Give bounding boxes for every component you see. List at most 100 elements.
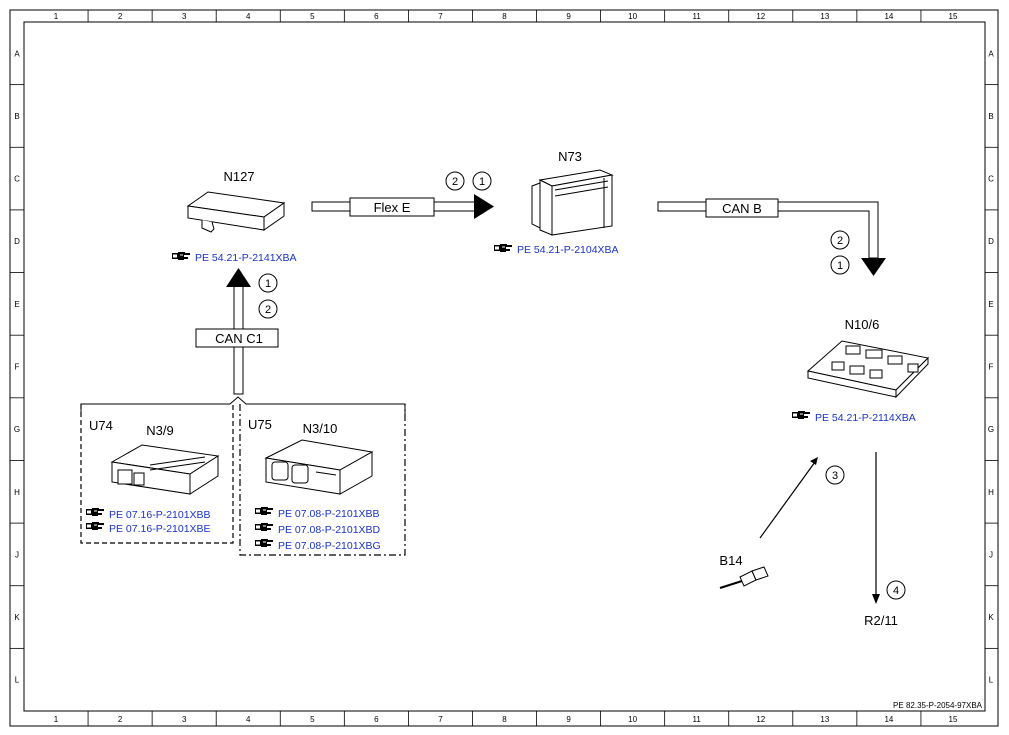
grid-row-label: K (988, 613, 994, 622)
grid-row-label: L (989, 676, 994, 685)
grid-row-label: F (15, 363, 20, 372)
grid-column-label: 9 (566, 12, 571, 21)
n10-6-label: N10/6 (845, 317, 880, 332)
grid-row-label: J (15, 550, 19, 559)
grid-column-label: 5 (310, 715, 315, 724)
u75-ref[interactable]: PE 07.08-P-2101XBG (278, 540, 381, 552)
grid-column-label: 4 (246, 12, 251, 21)
u74-label: U74 (89, 418, 113, 433)
n73-module-icon (531, 169, 614, 236)
b14-sensor[interactable]: B14 3 (719, 457, 845, 589)
n73-module[interactable]: N73 PE 54.21-P-2104XBA (493, 149, 619, 256)
arrow-up-icon (226, 268, 251, 287)
group-brace (80, 396, 406, 415)
r2-11-label: R2/11 (864, 613, 898, 628)
ecu-module-icon (264, 439, 374, 495)
arrow-icon (810, 457, 818, 465)
u75-group[interactable]: U75 N3/10 PE 07.08-P-2101XBB PE 07.08-P-… (239, 404, 406, 556)
u75-label: U75 (248, 417, 272, 432)
can-b-label: CAN B (722, 201, 762, 216)
r2-11-output[interactable]: 4 R2/11 (864, 452, 906, 628)
grid-column-label: 10 (628, 12, 637, 21)
n10-6-module[interactable]: N10/6 PE 54.21-P-2114XBA (791, 317, 930, 424)
frame: 1122334455667788991010111112121313141415… (9, 9, 999, 727)
u74-group[interactable]: U74 N3/9 PE 07.16-P-2101XBB PE 07.16-P-2… (80, 404, 234, 544)
hand-pointer-icon (254, 522, 274, 532)
grid-row-label: H (988, 488, 994, 497)
svg-text:1: 1 (265, 278, 271, 290)
n3-9-label: N3/9 (146, 423, 173, 438)
hand-pointer-icon (254, 506, 274, 516)
grid-column-label: 12 (756, 12, 765, 21)
flex-e-bus: Flex E 2 1 (311, 171, 494, 219)
signal-circle: 4 (886, 580, 906, 600)
grid-row-label: B (14, 112, 19, 121)
svg-text:3: 3 (832, 470, 838, 482)
n10-6-ref[interactable]: PE 54.21-P-2114XBA (815, 412, 916, 424)
u75-ref-link[interactable]: PE 07.08-P-2101XBG (254, 538, 381, 552)
grid-column-label: 13 (820, 715, 829, 724)
grid-column-label: 2 (118, 12, 123, 21)
can-c1-label: CAN C1 (215, 331, 263, 346)
grid-column-label: 6 (374, 715, 379, 724)
svg-text:2: 2 (837, 235, 843, 247)
hand-pointer-icon (254, 538, 274, 548)
hand-pointer-icon (791, 410, 811, 420)
grid-column-label: 15 (949, 715, 958, 724)
u75-ref-link[interactable]: PE 07.08-P-2101XBD (254, 522, 381, 536)
u75-ref-link[interactable]: PE 07.08-P-2101XBB (254, 506, 380, 520)
n127-ref[interactable]: PE 54.21-P-2141XBA (195, 252, 297, 264)
grid-column-label: 4 (246, 715, 251, 724)
u75-ref[interactable]: PE 07.08-P-2101XBD (278, 524, 381, 536)
grid-row-label: E (14, 300, 19, 309)
signal-circle: 2 (445, 171, 465, 191)
arrow-right-icon (474, 194, 494, 219)
svg-text:2: 2 (452, 176, 458, 188)
grid-column-label: 11 (693, 715, 702, 724)
svg-text:2: 2 (265, 304, 271, 316)
signal-circle: 2 (830, 230, 850, 250)
u75-ref[interactable]: PE 07.08-P-2101XBB (278, 508, 380, 520)
grid-row-label: G (988, 425, 994, 434)
grid-column-label: 10 (628, 715, 637, 724)
signal-circle: 1 (830, 255, 850, 275)
signal-circle: 1 (472, 171, 492, 191)
grid-column-label: 11 (693, 12, 702, 21)
u74-ref[interactable]: PE 07.16-P-2101XBB (109, 509, 211, 521)
grid-row-label: D (988, 237, 994, 246)
grid-column-label: 13 (820, 12, 829, 21)
signal-circle: 3 (825, 465, 845, 485)
grid-row-label: L (15, 676, 20, 685)
n127-ref-link[interactable]: PE 54.21-P-2141XBA (171, 251, 297, 264)
n73-ref[interactable]: PE 54.21-P-2104XBA (517, 244, 619, 256)
hand-pointer-icon (171, 251, 191, 261)
u74-ref-link[interactable]: PE 07.16-P-2101XBB (85, 507, 211, 521)
temperature-sensor-icon (719, 566, 769, 589)
grid-row-label: A (988, 49, 994, 58)
n10-6-module-icon (806, 340, 930, 399)
n73-ref-link[interactable]: PE 54.21-P-2104XBA (493, 243, 619, 256)
grid-column-label: 9 (566, 715, 571, 724)
grid-column-label: 14 (884, 12, 893, 21)
grid-row-label: G (14, 425, 20, 434)
grid-column-label: 5 (310, 12, 315, 21)
grid-column-label: 3 (182, 12, 187, 21)
grid-column-label: 7 (438, 12, 443, 21)
n3-10-label: N3/10 (303, 421, 338, 436)
flex-e-label: Flex E (374, 200, 411, 215)
u74-ref[interactable]: PE 07.16-P-2101XBE (109, 523, 211, 535)
grid-column-label: 1 (54, 715, 59, 724)
grid-row-label: A (14, 49, 20, 58)
n73-label: N73 (558, 149, 582, 164)
grid-column-label: 8 (502, 12, 507, 21)
ecu-module-icon (110, 444, 220, 495)
b14-label: B14 (719, 553, 742, 568)
u74-ref-link[interactable]: PE 07.16-P-2101XBE (85, 521, 211, 535)
grid-row-label: H (14, 488, 20, 497)
n127-module[interactable]: N127 PE 54.21-P-2141XBA (171, 169, 297, 264)
grid-row-label: F (989, 363, 994, 372)
grid-row-label: E (988, 300, 993, 309)
hand-pointer-icon (493, 243, 513, 253)
n10-6-ref-link[interactable]: PE 54.21-P-2114XBA (791, 410, 916, 424)
